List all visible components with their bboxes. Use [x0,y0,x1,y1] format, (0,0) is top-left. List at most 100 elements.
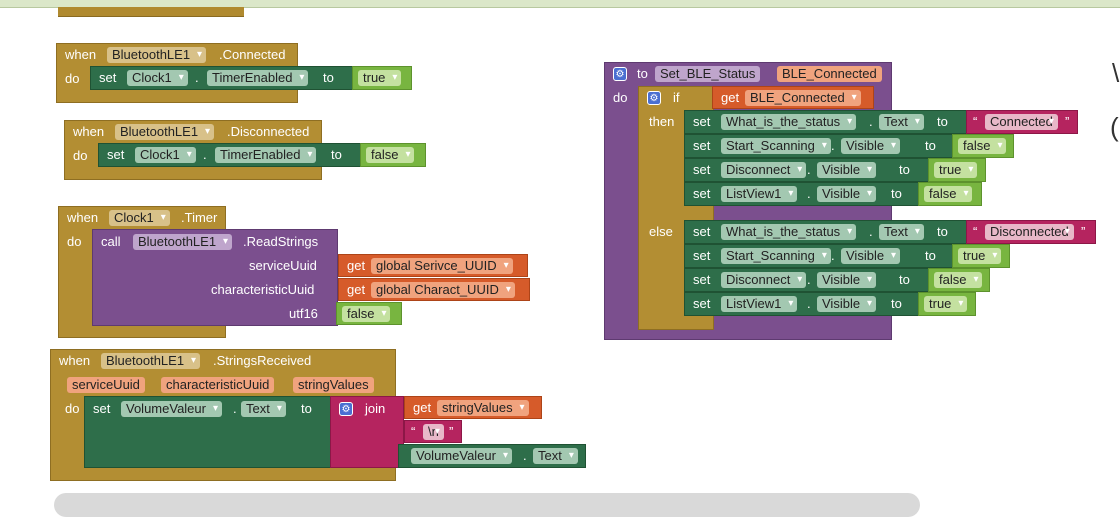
property-dropdown[interactable]: Visible [817,272,877,288]
do-label: do [73,148,88,163]
property-dropdown[interactable]: Text [879,114,924,130]
component-dropdown[interactable]: Clock1 [135,147,196,163]
set-block[interactable]: set Start_Scanning . Visible to [684,134,954,158]
logic-true-block[interactable]: true [918,292,976,316]
workspace-top-bar [0,0,1120,8]
logic-false-block[interactable]: false [918,182,982,206]
parameter-characteristicuuid[interactable]: characteristicUuid [161,377,275,393]
property-dropdown[interactable]: Text [879,224,924,240]
procedure-name-field[interactable]: Set_BLE_Status [655,66,761,82]
gear-icon[interactable]: ⚙ [647,91,661,105]
text-value[interactable]: Disconnected [985,224,1074,240]
logic-false-block[interactable]: false [360,143,426,167]
component-dropdown[interactable]: Disconnect [721,272,807,288]
property-dropdown[interactable]: Visible [817,296,877,312]
component-dropdown[interactable]: Clock1 [109,210,170,226]
parameter-stringvalues[interactable]: stringValues [293,377,374,393]
set-block[interactable]: set ListView1 . Visible to [684,292,920,316]
set-block[interactable]: set Disconnect . Visible to [684,158,930,182]
event-name: .StringsReceived [213,353,312,368]
text-string-block[interactable]: “ \n ” [404,420,462,443]
component-dropdown[interactable]: What_is_the_status [721,114,857,130]
boolean-dropdown[interactable]: false [924,186,973,202]
component-dropdown[interactable]: BluetoothLE1 [101,353,201,369]
boolean-dropdown[interactable]: false [366,147,415,163]
property-dropdown[interactable]: Visible [841,138,901,154]
dot-label: . [203,147,207,162]
logic-true-block[interactable]: true [352,66,412,90]
property-dropdown[interactable]: TimerEnabled [207,70,309,86]
component-dropdown[interactable]: BluetoothLE1 [115,124,215,140]
text-string-block[interactable]: “ Disconnected ” [966,220,1096,244]
set-block[interactable]: set What_is_the_status . Text to [684,220,968,244]
get-property-block[interactable]: VolumeValeur . Text [398,444,586,468]
property-dropdown[interactable]: Visible [841,248,901,264]
property-dropdown[interactable]: Text [533,448,578,464]
property-dropdown[interactable]: TimerEnabled [215,147,317,163]
to-label: to [323,70,334,85]
partial-block-stub[interactable] [58,7,244,17]
set-block[interactable]: set ListView1 . Visible to [684,182,920,206]
get-parameter-block[interactable]: get BLE_Connected [712,86,874,109]
property-dropdown[interactable]: Visible [817,186,877,202]
component-dropdown[interactable]: What_is_the_status [721,224,857,240]
variable-dropdown[interactable]: global Charact_UUID [371,282,515,298]
workspace-control-icon[interactable]: ( [1110,112,1119,142]
horizontal-scrollbar[interactable] [54,493,920,517]
boolean-dropdown[interactable]: false [934,272,983,288]
component-dropdown[interactable]: ListView1 [721,186,798,202]
component-dropdown[interactable]: BluetoothLE1 [133,234,233,250]
dot-label: . [869,224,873,239]
boolean-dropdown[interactable]: false [958,138,1007,154]
call-method-block[interactable]: call BluetoothLE1 .ReadStrings serviceUu… [92,229,338,326]
get-global-block[interactable]: get global Serivce_UUID [338,254,528,277]
variable-dropdown[interactable]: global Serivce_UUID [371,258,513,274]
get-global-block[interactable]: get global Charact_UUID [338,278,530,301]
logic-false-block[interactable]: false [928,268,990,292]
to-label: to [937,114,948,129]
boolean-dropdown[interactable]: true [358,70,402,86]
component-dropdown[interactable]: Clock1 [127,70,188,86]
text-value[interactable]: Connected [985,114,1058,130]
set-block[interactable]: set Disconnect . Visible to [684,268,930,292]
boolean-dropdown[interactable]: false [342,306,391,322]
component-dropdown[interactable]: BluetoothLE1 [107,47,207,63]
component-dropdown[interactable]: Start_Scanning [721,248,831,264]
to-label: to [637,66,648,81]
variable-dropdown[interactable]: BLE_Connected [745,90,861,106]
gear-icon[interactable]: ⚙ [339,402,353,416]
get-local-block[interactable]: get stringValues [404,396,542,419]
boolean-dropdown[interactable]: true [934,162,978,178]
logic-true-block[interactable]: true [952,244,1010,268]
set-block[interactable]: set Clock1 . TimerEnabled to [98,143,362,167]
property-dropdown[interactable]: Text [241,401,286,417]
parameter-ble-connected[interactable]: BLE_Connected [777,66,882,82]
component-dropdown[interactable]: VolumeValeur [411,448,512,464]
logic-false-block[interactable]: false [952,134,1014,158]
dot-label: . [233,401,237,416]
text-value[interactable]: \n [423,424,444,440]
gear-icon[interactable]: ⚙ [613,67,627,81]
logic-false-block[interactable]: false [336,302,402,325]
text-string-block[interactable]: “ Connected ” [966,110,1078,134]
component-dropdown[interactable]: VolumeValeur [121,401,222,417]
set-label: set [107,147,125,162]
logic-true-block[interactable]: true [928,158,986,182]
join-block[interactable]: ⚙ join [330,396,404,468]
component-dropdown[interactable]: Start_Scanning [721,138,831,154]
boolean-dropdown[interactable]: true [958,248,1002,264]
boolean-dropdown[interactable]: true [924,296,968,312]
set-block[interactable]: set Start_Scanning . Visible to [684,244,954,268]
close-quote: ” [1081,224,1086,239]
component-dropdown[interactable]: ListView1 [721,296,798,312]
component-dropdown[interactable]: Disconnect [721,162,807,178]
parameter-serviceuuid[interactable]: serviceUuid [67,377,145,393]
set-block[interactable]: set VolumeValeur . Text to [84,396,332,468]
workspace-control-icon[interactable]: \ [1112,58,1120,88]
set-block[interactable]: set What_is_the_status . Text to [684,110,968,134]
to-label: to [899,162,910,177]
variable-dropdown[interactable]: stringValues [437,400,529,416]
dot-label: . [523,448,527,463]
set-block[interactable]: set Clock1 . TimerEnabled to [90,66,354,90]
property-dropdown[interactable]: Visible [817,162,877,178]
